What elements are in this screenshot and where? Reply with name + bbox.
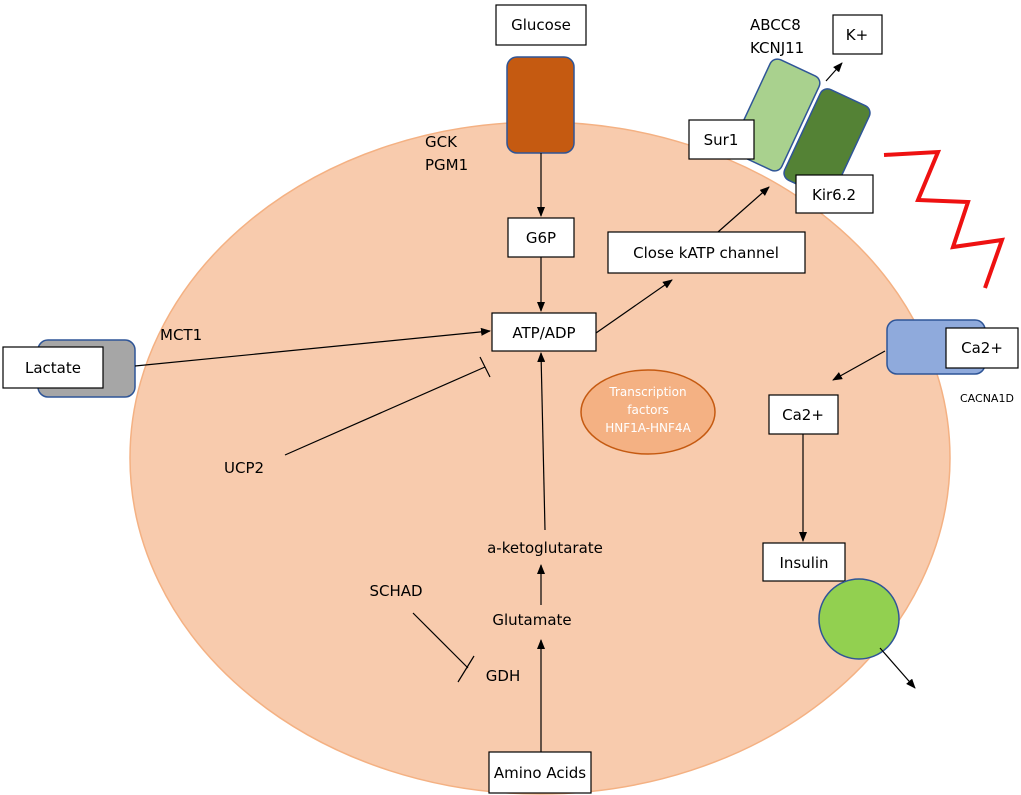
arrow-close-katp-channel: [717, 186, 770, 233]
transcription-line2: factors: [627, 403, 668, 417]
arrow-akg-atp: [537, 352, 546, 531]
arrow-ca-influx: [832, 350, 886, 381]
insulin-vesicle: [818, 578, 900, 660]
kir62-label: Kir6.2: [812, 186, 856, 204]
atp-adp-label: ATP/ADP: [512, 324, 575, 342]
sur1-box: [688, 119, 755, 160]
depolarization-zigzag: [883, 149, 1005, 289]
ca-channel-box: [945, 327, 1019, 369]
kcnj11-label: KCNJ11: [750, 39, 804, 57]
sur1-label: Sur1: [704, 131, 739, 149]
glutamate-label: Glutamate: [492, 611, 571, 629]
lactate-label: Lactate: [25, 359, 81, 377]
abcc8-label: ABCC8: [750, 16, 801, 34]
inhibition-ucp2-atp: [284, 366, 486, 456]
ca-inner-box: [768, 394, 839, 435]
inhibition-schad-gdh: [412, 612, 469, 669]
atp-adp-box: [491, 312, 597, 352]
close-katp-box: [607, 231, 806, 274]
glucose-transporter: [506, 56, 575, 154]
pgm1-label: PGM1: [425, 156, 468, 174]
arrow-atp-close-katp: [595, 279, 673, 334]
ca-channel-label: Ca2+: [961, 339, 1003, 357]
mct1-label: MCT1: [160, 326, 202, 344]
lactate-box: [2, 346, 104, 389]
transcription-line1: Transcription: [608, 385, 686, 399]
gck-label: GCK: [425, 133, 458, 151]
k-plus-label: K+: [846, 26, 868, 44]
cacna1d-label: CACNA1D: [960, 392, 1014, 405]
kir62-box: [795, 174, 874, 214]
inhibition-bar-schad: [457, 655, 475, 683]
transcription-line3: HNF1A-HNF4A: [605, 421, 691, 435]
k-plus-box: [832, 14, 883, 55]
amino-acids-label: Amino Acids: [494, 764, 586, 782]
glucose-box: [495, 4, 587, 46]
ucp2-label: UCP2: [224, 459, 264, 477]
close-katp-label: Close kATP channel: [633, 244, 779, 262]
insulin-label: Insulin: [779, 554, 828, 572]
amino-acids-box: [488, 751, 592, 794]
arrow-insulin-secretion: [879, 647, 916, 689]
g6p-label: G6P: [526, 229, 556, 247]
arrow-lactate-atp: [134, 327, 491, 367]
insulin-box: [762, 542, 846, 582]
schad-label: SCHAD: [369, 582, 422, 600]
inhibition-bar-ucp2: [479, 356, 491, 378]
a-ketoglutarate-label: a-ketoglutarate: [487, 539, 603, 557]
transcription-factors: [580, 369, 716, 455]
arrow-k-efflux: [825, 62, 843, 82]
glucose-label: Glucose: [511, 16, 571, 34]
gdh-label: GDH: [486, 667, 520, 685]
ca-inner-label: Ca2+: [782, 406, 824, 424]
